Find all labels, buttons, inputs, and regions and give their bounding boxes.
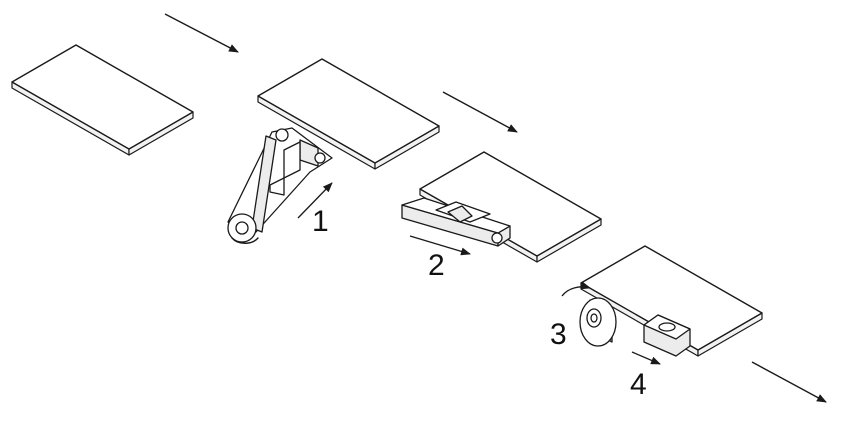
step-label-1: 1 <box>312 205 329 238</box>
lifting-arm-mechanism <box>227 127 333 244</box>
step-label-2: 2 <box>428 249 445 282</box>
drive-wheel-mechanism <box>643 314 691 357</box>
flow-arrow-1 <box>164 13 239 53</box>
flow-arrow-2 <box>442 91 518 133</box>
flow-arrow-3 <box>751 361 827 403</box>
step-label-4: 4 <box>630 368 647 401</box>
step-label-3: 3 <box>550 318 567 351</box>
plate-1 <box>11 44 194 156</box>
motion-arrow-4 <box>631 351 661 365</box>
rotation-arrow-3 <box>561 281 591 297</box>
pusher-block-mechanism <box>401 197 511 247</box>
plate-2 <box>257 58 440 170</box>
motion-arrow-1 <box>297 182 333 219</box>
roller-mechanism <box>579 297 617 347</box>
motion-arrow-2 <box>409 235 471 256</box>
